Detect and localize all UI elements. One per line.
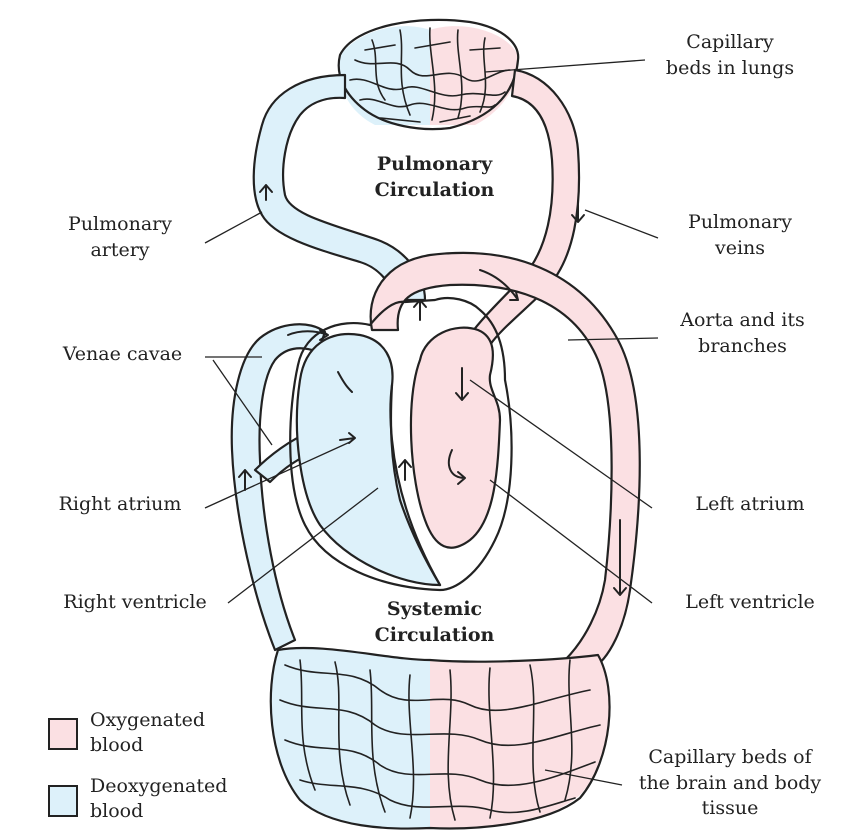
label-aorta: Aorta and its branches [655, 308, 830, 359]
label-line: Left atrium [670, 492, 830, 518]
legend-swatch-deoxygenated [48, 785, 78, 817]
legend-swatch-oxygenated [48, 718, 78, 750]
label-pulmonary-veins: Pulmonary veins [665, 210, 815, 261]
legend-label-oxygenated: Oxygenated blood [90, 708, 205, 757]
pulmonary-circulation-title: Pulmonary Circulation [352, 152, 517, 203]
body-capillary-bed-oxygenated [430, 655, 610, 828]
label-line: tissue [620, 796, 840, 822]
systemic-title-line-1: Systemic [352, 597, 517, 623]
label-pulmonary-artery: Pulmonary artery [45, 212, 195, 263]
left-heart-chambers [411, 328, 500, 548]
label-line: artery [45, 238, 195, 264]
pulmonary-title-line-2: Circulation [352, 178, 517, 204]
legend-label-deoxygenated: Deoxygenated blood [90, 774, 227, 823]
label-line: beds in lungs [640, 56, 820, 82]
label-line: Right ventricle [40, 590, 230, 616]
label-line: Pulmonary [665, 210, 815, 236]
pulmonary-title-line-1: Pulmonary [352, 152, 517, 178]
label-capillary-beds-in-lungs: Capillary beds in lungs [640, 30, 820, 81]
legend-line: blood [90, 799, 227, 824]
label-venae-cavae: Venae cavae [40, 342, 205, 368]
label-line: Capillary [640, 30, 820, 56]
systemic-title-line-2: Circulation [352, 623, 517, 649]
legend-line: Deoxygenated [90, 774, 227, 799]
label-line: the brain and body [620, 771, 840, 797]
body-capillary-bed-deoxygenated [271, 647, 430, 828]
label-line: Aorta and its [655, 308, 830, 334]
label-right-atrium: Right atrium [40, 492, 200, 518]
systemic-circulation-title: Systemic Circulation [352, 597, 517, 648]
label-right-ventricle: Right ventricle [40, 590, 230, 616]
label-line: Pulmonary [45, 212, 195, 238]
label-left-atrium: Left atrium [670, 492, 830, 518]
label-line: Capillary beds of [620, 745, 840, 771]
label-left-ventricle: Left ventricle [660, 590, 840, 616]
label-line: branches [655, 334, 830, 360]
label-line: Right atrium [40, 492, 200, 518]
label-line: Venae cavae [40, 342, 205, 368]
lung-capillary-bed-oxygenated [430, 26, 519, 125]
legend-line: blood [90, 733, 205, 758]
label-capillary-beds-body: Capillary beds of the brain and body tis… [620, 745, 840, 822]
label-line: Left ventricle [660, 590, 840, 616]
legend-line: Oxygenated [90, 708, 205, 733]
label-line: veins [665, 236, 815, 262]
